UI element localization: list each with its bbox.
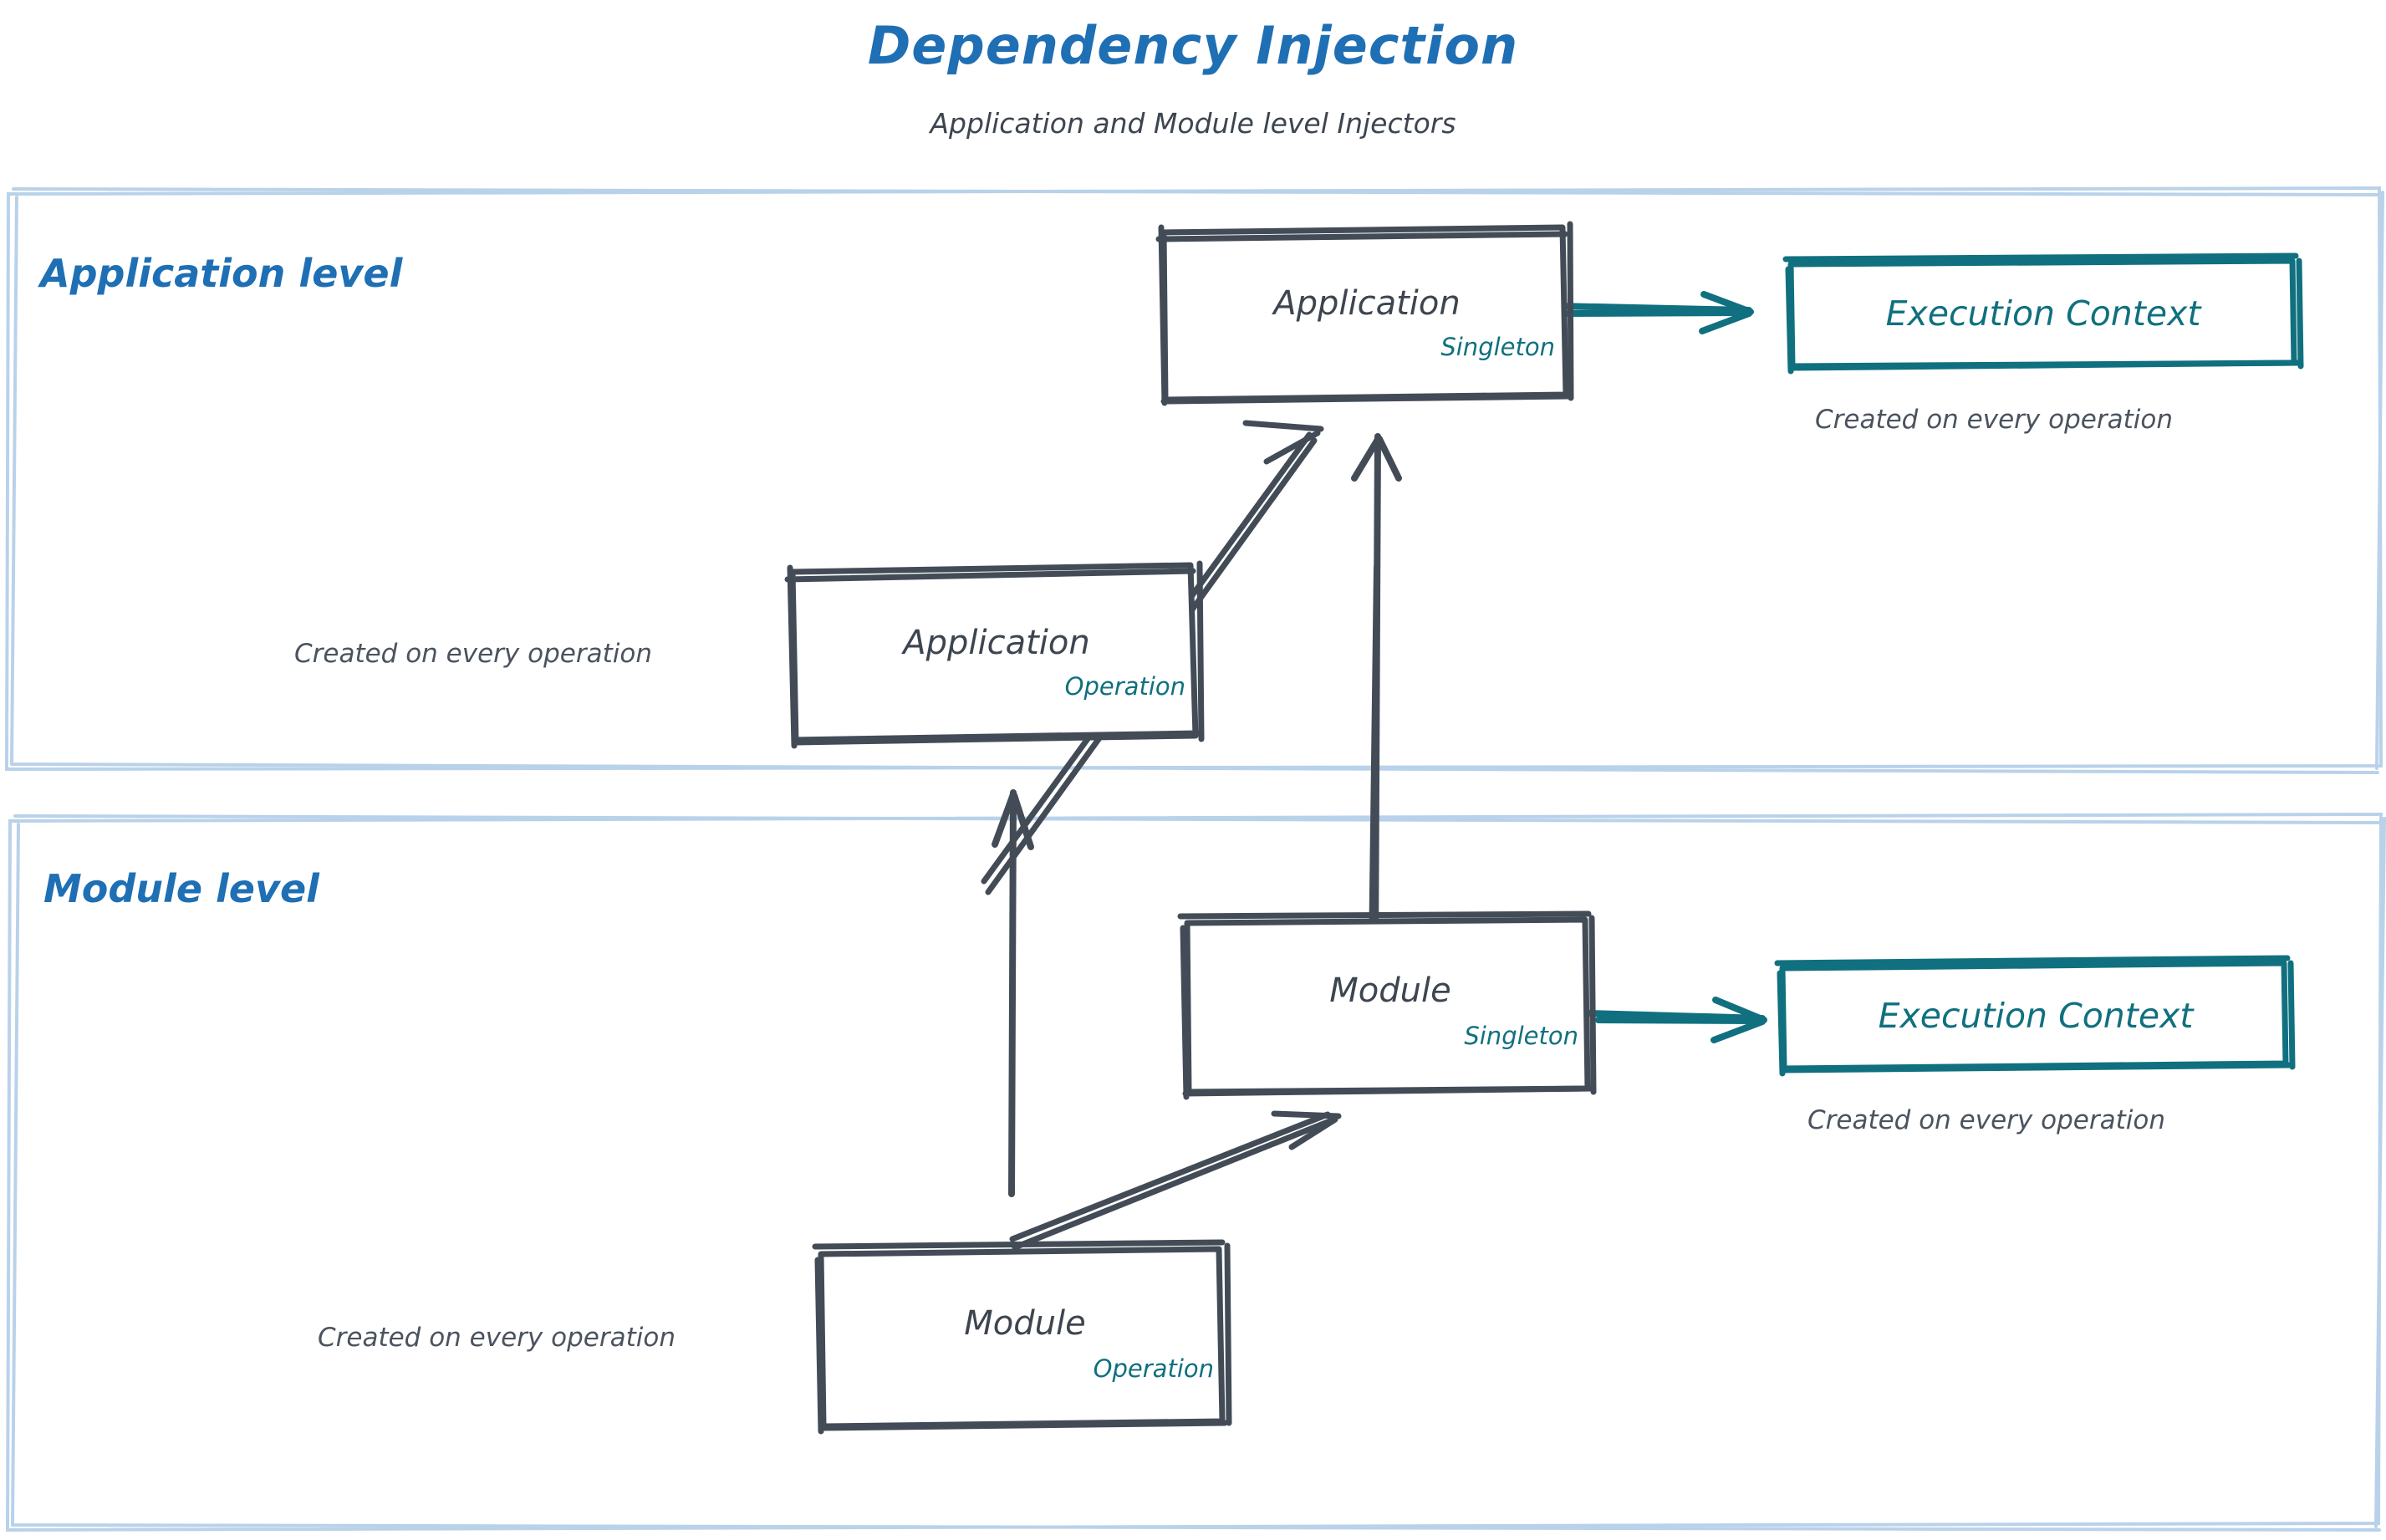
node-module-execution-context[interactable]: Execution Context bbox=[1779, 960, 2292, 1072]
module-singleton-title: Module bbox=[1329, 971, 1451, 1010]
application-execution-context-box-outline bbox=[1782, 252, 2304, 375]
node-module-operation[interactable]: Module Operation bbox=[821, 1246, 1229, 1426]
module-operation-box-outline bbox=[812, 1239, 1232, 1435]
page-subtitle: Application and Module level Injectors bbox=[930, 107, 1456, 140]
application-operation-box-outline bbox=[784, 560, 1205, 749]
application-singleton-title: Application bbox=[1273, 284, 1461, 323]
module-execution-context-title: Execution Context bbox=[1878, 996, 2194, 1036]
edge-module-to-execution-context bbox=[1587, 997, 1767, 1043]
edge-application-to-execution-context bbox=[1553, 291, 1754, 334]
node-application-execution-context[interactable]: Execution Context bbox=[1787, 258, 2299, 370]
node-application-singleton[interactable]: Application Singleton bbox=[1164, 227, 1570, 403]
application-operation-scope-badge: Operation bbox=[1064, 672, 1185, 701]
section-label-module-level: Module level bbox=[43, 866, 319, 911]
module-singleton-box-outline bbox=[1177, 910, 1597, 1100]
application-execution-context-caption: Created on every operation bbox=[1815, 405, 2173, 435]
module-level-panel-border bbox=[5, 812, 2386, 1532]
module-execution-context-box-outline bbox=[1774, 955, 2296, 1077]
edge-module-singleton-to-application-singleton bbox=[1351, 433, 1402, 961]
node-module-singleton[interactable]: Module Singleton bbox=[1187, 916, 1593, 1094]
section-label-application-level: Application level bbox=[40, 251, 403, 296]
node-application-operation[interactable]: Application Operation bbox=[793, 565, 1201, 744]
module-execution-context-caption: Created on every operation bbox=[1807, 1105, 2165, 1135]
page-title: Dependency Injection bbox=[867, 15, 1519, 76]
application-operation-title: Application bbox=[903, 624, 1090, 662]
application-singleton-box-outline bbox=[1155, 221, 1574, 406]
edge-module-operation-to-module-singleton bbox=[1009, 1110, 1342, 1251]
module-operation-caption: Created on every operation bbox=[318, 1323, 676, 1353]
application-singleton-scope-badge: Singleton bbox=[1440, 333, 1555, 361]
edge-module-operation-to-application-operation bbox=[992, 789, 1034, 1197]
application-level-panel-border bbox=[4, 186, 2384, 774]
module-operation-scope-badge: Operation bbox=[1093, 1354, 1214, 1383]
application-operation-caption: Created on every operation bbox=[294, 639, 652, 669]
module-operation-title: Module bbox=[964, 1304, 1086, 1343]
module-singleton-scope-badge: Singleton bbox=[1464, 1022, 1578, 1050]
application-execution-context-title: Execution Context bbox=[1885, 293, 2201, 334]
